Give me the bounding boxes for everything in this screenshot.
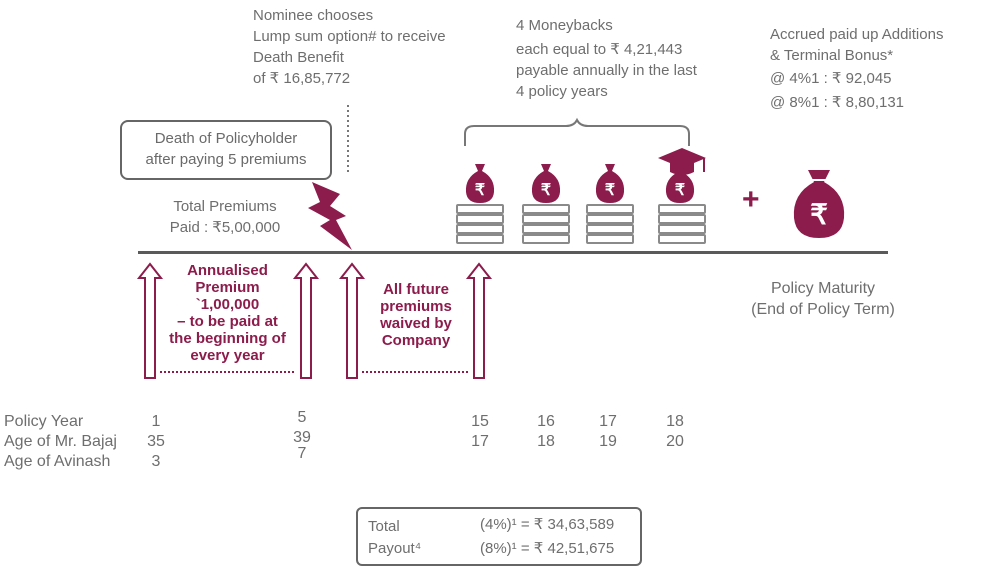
policy-maturity: Policy Maturity (End of Policy Term): [730, 278, 916, 320]
table-row-label: Age of Mr. Bajaj: [4, 433, 117, 450]
maturity-line: Policy Maturity: [770, 280, 876, 297]
total-premiums-line: Total Premiums: [173, 198, 277, 215]
table-cell: 5: [297, 409, 307, 426]
rupee-symbol: ₹: [810, 199, 828, 230]
total-premiums: Total Premiums Paid : ₹5,00,000: [160, 196, 290, 238]
table-cell: 3: [151, 453, 161, 470]
table-col-year-1: 1 35 3: [136, 412, 176, 472]
payout-box: Total Payout⁴ (4%)¹ = ₹ 34,63,589 (8%)¹ …: [356, 507, 642, 566]
nominee-line: Death Benefit: [253, 49, 344, 66]
money-bag-icon: ₹: [793, 170, 845, 238]
accrued-line: @ 4%1 : ₹ 92,045: [770, 70, 892, 87]
accrued-line: & Terminal Bonus*: [770, 47, 894, 64]
arrow-up-icon: [338, 262, 366, 379]
arrow-up-icon: [292, 262, 320, 379]
payout-label: Payout⁴: [368, 540, 422, 557]
moneyback-year-18: ₹: [656, 146, 708, 246]
accrued-line: Accrued paid up Additions: [770, 26, 944, 43]
accrued-text: Accrued paid up Additions & Terminal Bon…: [770, 24, 943, 113]
money-bag-icon: ₹: [595, 164, 625, 203]
table-cell: 17: [599, 413, 617, 430]
table-cell: 18: [666, 413, 684, 430]
moneybacks-line: each equal to ₹ 4,21,443: [516, 41, 683, 58]
moneybacks-brace: [464, 117, 690, 146]
waived-line: All future: [383, 281, 449, 298]
table-col-year-15: 15 17: [460, 412, 500, 452]
annualised-line: `1,00,000: [195, 296, 260, 313]
money-bag-icon: ₹: [465, 164, 495, 203]
rupee-symbol: ₹: [675, 182, 685, 199]
waived-line: premiums: [380, 298, 452, 315]
table-cell: 19: [599, 433, 617, 450]
table-cell: 16: [537, 413, 555, 430]
annualised-text: Annualised Premium `1,00,000 – to be pai…: [160, 262, 295, 364]
book-stack-icon: [456, 204, 504, 244]
moneyback-year-17: ₹: [586, 160, 634, 246]
moneyback-year-15: ₹: [456, 160, 504, 246]
waived-line: Company: [381, 332, 451, 349]
moneybacks-text: 4 Moneybacks each equal to ₹ 4,21,443 pa…: [516, 15, 697, 102]
book-stack-icon: [586, 204, 634, 244]
annualised-line: Premium: [195, 279, 260, 296]
payout-value: (4%)¹ = ₹ 34,63,589: [480, 516, 615, 533]
table-cell: 17: [471, 433, 489, 450]
book-stack-icon: [522, 204, 570, 244]
waived-text: All future premiums waived by Company: [364, 281, 468, 349]
payout-value: (8%)¹ = ₹ 42,51,675: [480, 540, 615, 557]
death-box-line: after paying 5 premiums: [145, 151, 307, 168]
table-cell: 7: [297, 445, 307, 462]
nominee-dotted-line: [347, 105, 349, 173]
rupee-symbol: ₹: [541, 182, 551, 199]
waived-line: waived by: [380, 315, 452, 332]
plus-sign: +: [742, 183, 760, 216]
nominee-text: Nominee chooses Lump sum option# to rece…: [253, 5, 446, 89]
annualised-line: – to be paid at: [177, 313, 278, 330]
accrued-line: @ 8%1 : ₹ 8,80,131: [770, 94, 905, 111]
rupee-symbol: ₹: [475, 182, 485, 199]
table-row-label: Age of Avinash: [4, 453, 111, 470]
table-col-year-5: 5 39 7: [282, 408, 322, 464]
maturity-line: (End of Policy Term): [751, 301, 895, 318]
moneybacks-line: 4 policy years: [516, 83, 608, 100]
lightning-bolt-icon: [308, 182, 352, 250]
table-labels: Policy Year Age of Mr. Bajaj Age of Avin…: [4, 412, 117, 472]
money-bag-icon: ₹: [665, 166, 695, 203]
arrow-up-icon: [465, 262, 493, 379]
moneybacks-line: 4 Moneybacks: [516, 17, 613, 34]
table-col-year-16: 16 18: [526, 412, 566, 452]
table-cell: 15: [471, 413, 489, 430]
annualised-dotted-line: [160, 371, 294, 373]
total-premiums-line: Paid : ₹5,00,000: [169, 219, 281, 236]
nominee-line: Lump sum option# to receive: [253, 28, 446, 45]
arrow-up-icon: [136, 262, 164, 379]
table-cell: 1: [151, 413, 161, 430]
rupee-symbol: ₹: [605, 182, 615, 199]
death-box-line: Death of Policyholder: [154, 130, 298, 147]
moneyback-year-16: ₹: [522, 160, 570, 246]
table-cell: 35: [147, 433, 165, 450]
waived-dotted-line: [362, 371, 468, 373]
nominee-line: of ₹ 16,85,772: [253, 70, 351, 87]
table-cell: 20: [666, 433, 684, 450]
table-cell: 39: [293, 429, 311, 446]
timeline: [138, 251, 888, 254]
money-bag-icon: ₹: [531, 164, 561, 203]
table-col-year-18: 18 20: [655, 412, 695, 452]
nominee-line: Nominee chooses: [253, 7, 374, 24]
death-box: Death of Policyholder after paying 5 pre…: [120, 120, 332, 180]
table-row-label: Policy Year: [4, 413, 84, 430]
annualised-line: the beginning of: [169, 330, 286, 347]
table-cell: 18: [537, 433, 555, 450]
annualised-line: every year: [190, 347, 265, 364]
moneybacks-line: payable annually in the last: [516, 62, 697, 79]
book-stack-icon: [658, 204, 706, 244]
payout-label: Total: [368, 518, 400, 535]
annualised-line: Annualised: [187, 262, 268, 279]
table-col-year-17: 17 19: [588, 412, 628, 452]
